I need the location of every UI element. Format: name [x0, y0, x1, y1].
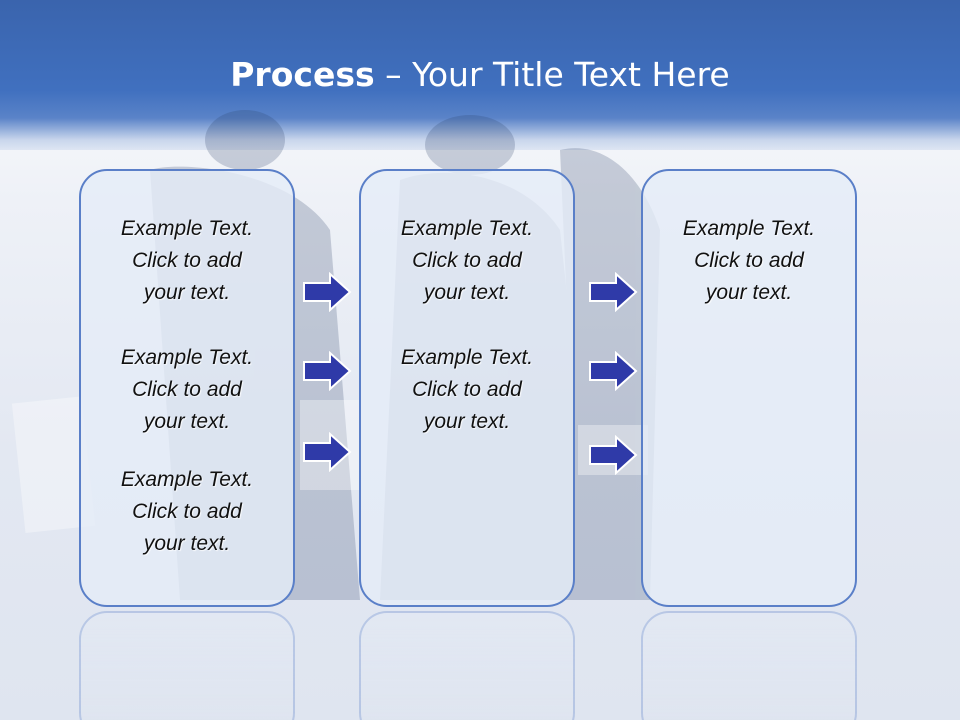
arrow-right-icon — [303, 272, 352, 312]
process-box-3[interactable]: Example Text. Click to add your text. — [641, 169, 857, 607]
title-main: Process — [230, 55, 375, 94]
title-dash: – — [374, 55, 413, 94]
arrow-right-icon — [303, 432, 352, 472]
box-1-text-3[interactable]: Example Text. Click to add your text. — [120, 468, 254, 555]
process-box-2[interactable]: Example Text. Click to add your text. Ex… — [359, 169, 575, 607]
box-3-reflection — [641, 611, 857, 720]
arrow-right-icon — [589, 435, 638, 475]
box-1-text-2[interactable]: Example Text. Click to add your text. — [120, 346, 254, 433]
box-1-reflection — [79, 611, 295, 720]
box-2-reflection — [359, 611, 575, 720]
process-box-1[interactable]: Example Text. Click to add your text. Ex… — [79, 169, 295, 607]
arrow-right-icon — [589, 272, 638, 312]
arrow-right-icon — [303, 351, 352, 391]
box-1-text-1[interactable]: Example Text. Click to add your text. — [120, 217, 254, 304]
box-3-text-1[interactable]: Example Text. Click to add your text. — [682, 217, 816, 304]
box-2-text-1[interactable]: Example Text. Click to add your text. — [400, 217, 534, 304]
title-bar — [0, 0, 960, 150]
slide-title[interactable]: Process – Your Title Text Here — [0, 52, 960, 98]
arrow-right-icon — [589, 351, 638, 391]
title-rest: Your Title Text Here — [412, 55, 730, 94]
box-2-text-2[interactable]: Example Text. Click to add your text. — [400, 346, 534, 433]
